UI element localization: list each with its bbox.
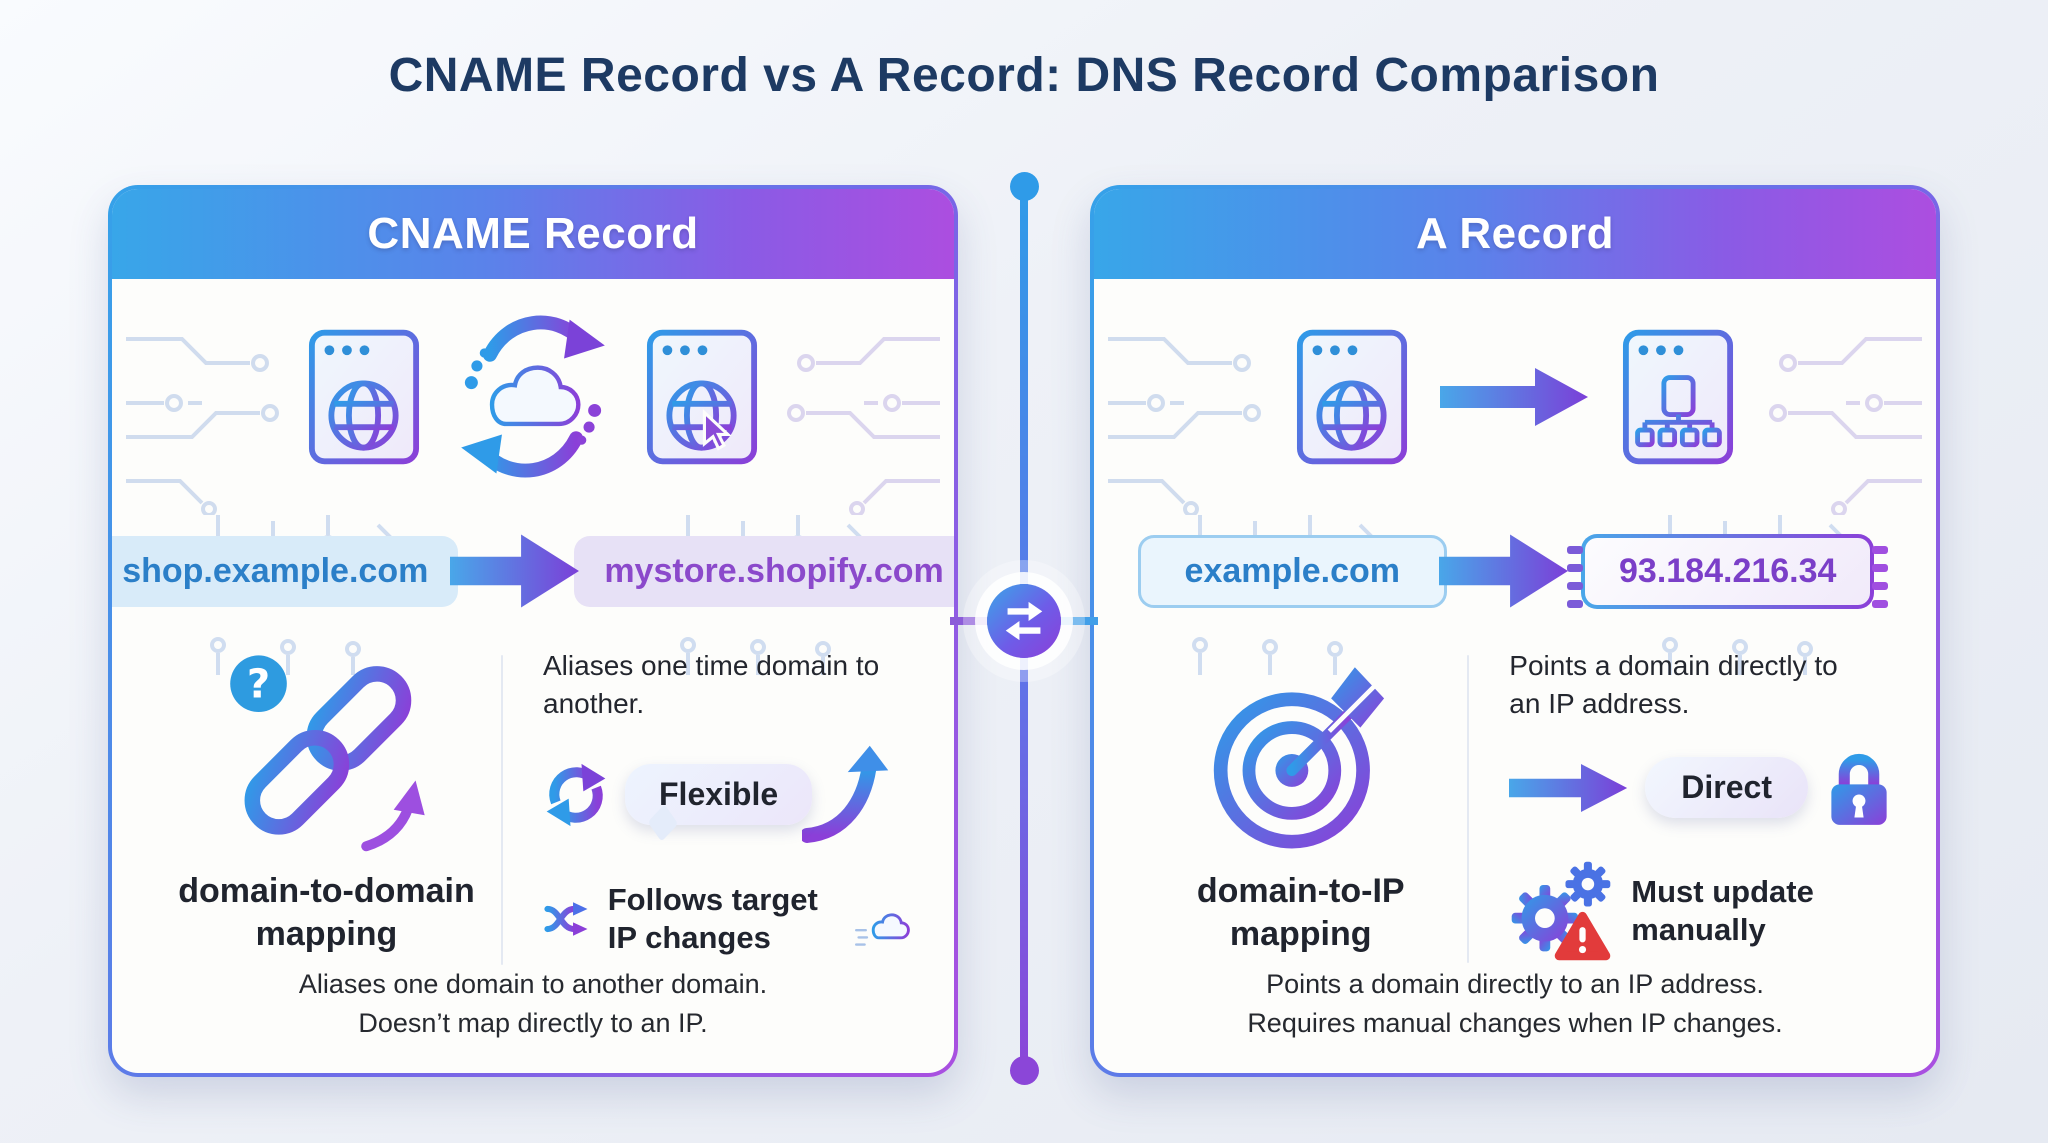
circuit-trace-icon bbox=[126, 337, 279, 515]
arrow-right-icon bbox=[1440, 368, 1588, 426]
cname-illustration bbox=[112, 293, 954, 501]
chip-pin bbox=[1872, 581, 1889, 590]
a-record-description: Points a domain directly to an IP addres… bbox=[1509, 650, 1838, 719]
browser-globe-icon bbox=[1296, 329, 1408, 465]
a-record-features: domain-to-IP mapping Points a domain dir… bbox=[1094, 647, 1936, 963]
shuffle-arrows-icon bbox=[544, 901, 588, 936]
chip-pin bbox=[1567, 545, 1583, 554]
browser-sitemap-icon bbox=[1622, 329, 1734, 465]
ip-address-value: 93.184.216.34 bbox=[1585, 537, 1871, 605]
browser-globe-cursor-icon bbox=[646, 329, 758, 465]
cname-card-inner: CNAME Record bbox=[112, 189, 954, 1073]
source-domain-box: shop.example.com bbox=[112, 535, 459, 607]
question-chain-link-icon: ? bbox=[229, 655, 425, 852]
chip-pin bbox=[1872, 545, 1889, 554]
column-divider bbox=[1467, 655, 1470, 963]
page-title: CNAME Record vs A Record: DNS Record Com… bbox=[388, 49, 1660, 102]
ip-chip: 93.184.216.34 bbox=[1567, 533, 1889, 609]
circuit-trace-icon bbox=[1769, 337, 1922, 515]
a-record-note: Points a domain directly to an IP addres… bbox=[1247, 968, 1783, 1038]
cname-card-body: shop.example.com mystore.shopify.com bbox=[112, 279, 954, 1073]
swap-horizontal-icon bbox=[987, 584, 1061, 658]
growth-arrow-icon bbox=[802, 745, 889, 843]
cname-type-column: ? domain-to-domain mapping bbox=[154, 647, 499, 965]
a-record-card: A Record bbox=[1090, 185, 1940, 1077]
a-record-type-label: domain-to-IP mapping bbox=[1196, 872, 1405, 953]
target-domain-box: mystore.shopify.com bbox=[574, 535, 954, 607]
cname-type-label: domain-to-domain mapping bbox=[178, 872, 475, 953]
a-record-card-inner: A Record bbox=[1094, 189, 1936, 1073]
a-record-feature2-label: Must update manually bbox=[1631, 874, 1814, 947]
ip-chip-border: 93.184.216.34 bbox=[1581, 533, 1875, 609]
chip-pin bbox=[1872, 599, 1889, 608]
chip-pin bbox=[1567, 563, 1583, 572]
cname-features: ? domain-to-domain mapping Aliases one t… bbox=[112, 647, 954, 965]
a-record-type-column: domain-to-IP mapping bbox=[1136, 647, 1465, 963]
cname-card-header: CNAME Record bbox=[112, 189, 954, 279]
svg-text:?: ? bbox=[246, 661, 269, 707]
arrow-right-icon bbox=[1439, 534, 1568, 608]
a-record-illustration bbox=[1094, 293, 1936, 501]
circuit-trace-icon bbox=[787, 337, 940, 515]
a-record-card-header: A Record bbox=[1094, 189, 1936, 279]
gears-warning-icon bbox=[1511, 861, 1611, 960]
cname-detail-column: Aliases one time domain to another. F bbox=[509, 647, 912, 965]
refresh-icon bbox=[546, 763, 606, 826]
arrow-right-icon bbox=[450, 534, 580, 608]
a-record-mapping-row: example.com 93.184.216. bbox=[1094, 519, 1936, 623]
source-domain-box: example.com bbox=[1137, 534, 1447, 608]
divider-bottom-dot bbox=[1010, 1056, 1039, 1085]
divider-left-connector bbox=[950, 617, 994, 625]
a-record-card-body: example.com 93.184.216. bbox=[1094, 279, 1936, 1073]
arrow-right-icon bbox=[1509, 763, 1628, 812]
a-record-feature2-row: Must update manually bbox=[1509, 859, 1894, 963]
divider-right-connector bbox=[1050, 617, 1098, 625]
column-divider bbox=[501, 655, 503, 965]
cname-mapping-row: shop.example.com mystore.shopify.com bbox=[112, 519, 954, 623]
sync-arrows-cloud-icon bbox=[461, 315, 605, 478]
a-record-detail-column: Points a domain directly to an IP addres… bbox=[1475, 647, 1894, 963]
a-record-feature1-row: Direct bbox=[1509, 745, 1894, 831]
cname-feature1-row: Flexible bbox=[543, 745, 912, 845]
cname-feature2-row: Follows target IP changes bbox=[543, 873, 912, 965]
cname-feature2-label: Follows target IP changes bbox=[607, 882, 818, 955]
flexible-badge: Flexible bbox=[625, 764, 813, 826]
cname-note: Aliases one domain to another domain. Do… bbox=[298, 968, 768, 1038]
browser-globe-icon bbox=[308, 329, 420, 465]
cname-card: CNAME Record bbox=[108, 185, 958, 1077]
direct-badge: Direct bbox=[1645, 757, 1808, 819]
lock-icon bbox=[1831, 753, 1887, 825]
chip-pin bbox=[1567, 599, 1583, 608]
chip-pin bbox=[1872, 563, 1889, 572]
divider-top-dot bbox=[1010, 172, 1039, 201]
target-dart-icon bbox=[1213, 667, 1388, 849]
circuit-trace-icon bbox=[1108, 337, 1261, 515]
chip-pin bbox=[1567, 581, 1583, 590]
cloud-icon bbox=[854, 913, 910, 946]
cname-description: Aliases one time domain to another. bbox=[543, 650, 880, 719]
